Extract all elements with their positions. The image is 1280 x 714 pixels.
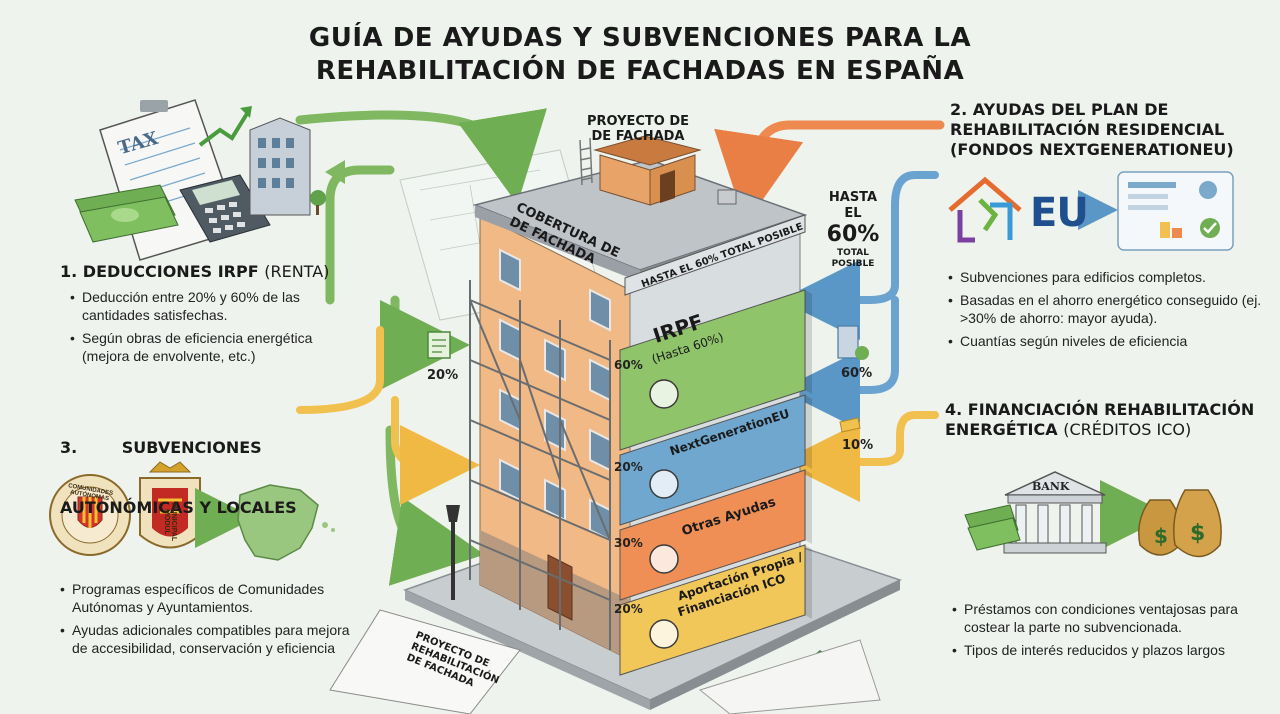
band-pct-ngeu: 20% [614, 460, 643, 474]
irpf-title-text: 1. DEDUCCIONES IRPF [60, 262, 259, 281]
list-item: Subvenciones para edificios completos. [948, 268, 1268, 286]
arrow-plan-to-roof [714, 120, 945, 225]
money-stack-icon [74, 184, 179, 243]
roof-sign-line-2: DE FACHADA [591, 129, 685, 144]
financiacion-bullets: Préstamos con condiciones ventajosas par… [952, 600, 1252, 664]
hasta-line-3: TOTAL [837, 248, 869, 258]
left-pct: 20% [427, 368, 459, 383]
base-document [329, 609, 521, 714]
small-money-icon [839, 417, 861, 433]
hasta-callout: HASTA EL 60% TOTAL POSIBLE [822, 190, 884, 270]
section-autonomicas-title: 3. SUBVENCIONES AUTONÓMICAS Y LOCALES [60, 398, 380, 538]
list-item: Deducción entre 20% y 60% de las cantida… [70, 288, 340, 324]
plan-title-line-3: (FONDOS NEXTGENERATIONEU) [950, 140, 1234, 159]
fin-title-suffix: (CRÉDITOS ICO) [1063, 420, 1192, 439]
fin-title-line-1: 4. FINANCIACIÓN REHABILITACIÓN [945, 400, 1255, 419]
svg-text:$: $ [1190, 521, 1205, 546]
energy-dashboard-icon [1117, 171, 1234, 251]
doc-check-icon [427, 331, 451, 359]
band-otras-ayudas-edge [805, 470, 812, 544]
bank-money-stack [964, 504, 1021, 551]
page-title: GUÍA DE AYUDAS Y SUBVENCIONES PARA LA RE… [0, 22, 1280, 88]
hasta-line-4: POSIBLE [831, 259, 875, 269]
right-building-icon [837, 325, 869, 360]
list-item: Programas específicos de Comunidades Aut… [60, 580, 360, 616]
plan-title-line-2: REHABILITACIÓN RESIDENCIAL [950, 120, 1225, 139]
title-line-2: REHABILITACIÓN DE FACHADAS EN ESPAÑA [315, 56, 965, 86]
plan-title-line-1: 2. AYUDAS DEL PLAN DE [950, 100, 1169, 119]
arrow-head-left [325, 160, 345, 184]
title-line-1: GUÍA DE AYUDAS Y SUBVENCIONES PARA LA [308, 23, 972, 53]
band-aportacion-propia-edge [805, 545, 812, 619]
irpf-bullets: Deducción entre 20% y 60% de las cantida… [70, 288, 340, 365]
calculator-icon [179, 174, 271, 243]
band-label-propia: Aportación Propia / Financiación ICO [676, 550, 806, 620]
yellow-arrows [296, 326, 480, 505]
list-item: Basadas en el ahorro energético consegui… [948, 291, 1268, 327]
seal-comunidades [49, 474, 131, 556]
section-irpf: 1. DEDUCCIONES IRPF (RENTA) Deducción en… [60, 262, 360, 370]
small-building-icon [249, 117, 326, 216]
section-irpf-title: 1. DEDUCCIONES IRPF (RENTA) [60, 262, 360, 282]
spain-map-icon [237, 484, 319, 561]
right-low-pct: 10% [842, 438, 874, 453]
ladder [579, 137, 593, 186]
money-bag-icon: $ $ [1138, 489, 1222, 558]
band-nextgeneu-edge [805, 395, 812, 469]
eu-logo-text: EU [1030, 190, 1089, 236]
band-irpf-icon [649, 379, 679, 409]
roof-hut [593, 135, 702, 206]
section-plan: 2. AYUDAS DEL PLAN DE REHABILITACIÓN RES… [950, 100, 1250, 160]
right-pct: 60% [841, 366, 873, 381]
autonomicas-title-line-2: AUTONÓMICAS Y LOCALES [60, 498, 297, 517]
autonomicas-title-line-1: 3. SUBVENCIONES [60, 438, 262, 457]
list-item: Cuantías según niveles de eficiencia [948, 332, 1268, 350]
blue-arrows [780, 171, 939, 430]
arrow-regional-to-building [385, 425, 485, 586]
plan-bullets: Subvenciones para edificios completos. B… [948, 268, 1268, 355]
list-item: Según obras de eficiencia energética (me… [70, 329, 340, 365]
band-irpf [619, 289, 806, 451]
autonomicas-bullets: Programas específicos de Comunidades Aut… [60, 580, 360, 662]
svg-text:$: $ [1154, 524, 1168, 548]
band-nextgeneu-icon [649, 469, 679, 499]
section-plan-title: 2. AYUDAS DEL PLAN DE REHABILITACIÓN RES… [950, 100, 1250, 160]
aid-bands [619, 289, 812, 676]
band-irpf-edge [805, 290, 812, 394]
roof-sign: PROYECTO DE DE FACHADA [586, 114, 690, 144]
band-aportacion-propia-icon [649, 619, 679, 649]
hasta-line-1: HASTA [828, 190, 878, 205]
seal2-text: MUNICIPAL MODUL [163, 502, 177, 542]
base-sheet-right [698, 639, 881, 714]
list-item: Préstamos con condiciones ventajosas par… [952, 600, 1252, 636]
list-item: Tipos de interés reducidos y plazos larg… [952, 641, 1252, 659]
lamppost-icon [446, 505, 460, 600]
band-pct-otras: 30% [614, 536, 643, 550]
band-label-irpf: IRPF (Hasta 60%) [650, 309, 725, 367]
fin-title-line-2: ENERGÉTICA [945, 420, 1058, 439]
irpf-title-suffix: (RENTA) [264, 262, 330, 281]
hasta-value: 60% [826, 222, 880, 247]
scaffolding [469, 280, 611, 650]
top-band [624, 214, 806, 296]
ac-unit [717, 189, 737, 205]
section-financiacion-title: 4. FINANCIACIÓN REHABILITACIÓN ENERGÉTIC… [945, 400, 1265, 440]
arrow-irpf-to-roof [295, 108, 547, 205]
eu-house-logo [948, 176, 1022, 243]
arrow-ico-to-building [780, 411, 939, 502]
band-pct-irpf: 60% [614, 358, 643, 372]
list-item: Ayudas adicionales compatibles para mejo… [60, 621, 360, 657]
hasta-line-2: EL [844, 206, 862, 221]
growth-arrow-icon [198, 110, 250, 147]
roof-sign-line-1: PROYECTO DE [586, 114, 690, 129]
bank-icon [1003, 471, 1107, 554]
band-pct-propia: 20% [614, 602, 643, 616]
bank-label: BANK [1032, 480, 1070, 493]
band-otras-ayudas-icon [649, 544, 679, 574]
seal-municipal [139, 461, 201, 549]
